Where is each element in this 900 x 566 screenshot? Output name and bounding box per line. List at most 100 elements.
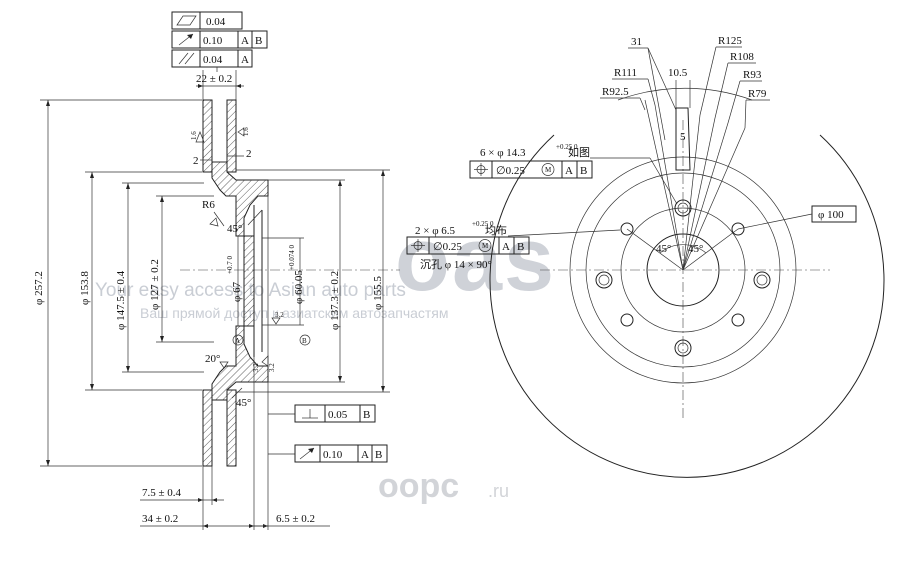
dim-60-05: φ 60.05 [293,270,305,304]
dim-67: φ 67 [231,281,243,302]
note-bolt-holes: 6 × φ 14.3 [480,147,526,159]
dim-angle-right: 45° [688,243,703,255]
tolerance-frame-flatness [171,11,243,30]
bolt-holes-datum-b: B [580,165,587,177]
position-icon [411,239,425,252]
dim-pcd-100: φ 100 [818,209,844,221]
dim-7-5: 7.5 ± 0.4 [142,487,182,499]
dim-chamfer-top: 45° [227,223,242,235]
perpendicularity-icon [302,409,318,419]
dim-radius-r6: R6 [202,199,215,211]
brand-logo: oopc .ru [378,467,509,505]
parallelism-datum: A [241,54,249,66]
parallelism-icon [178,52,195,65]
dim-slot-count: 31 [631,36,642,48]
runout-datum-a: A [241,35,249,47]
dim-angle-left: 45° [656,243,671,255]
tolerance-frame-runout-bottom [294,444,388,463]
note-bolt-holes-tol: +0.25 0 [556,143,578,151]
runout-value: 0.10 [203,35,223,47]
note-small-holes-tol: +0.25 0 [472,220,494,228]
dim-r125: R125 [718,35,742,47]
dim-60-05-tol: +0.074 0 [288,245,296,270]
bolt-holes [595,199,771,357]
position-icon [474,163,488,176]
bolt-holes-position-value: ∅0.25 [496,165,525,177]
datum-b-label: B [302,337,307,345]
dim-slot-width: 10.5 [668,67,688,79]
dim-slot-depth: 5 [680,131,686,143]
tolerance-frame-bolt-holes: ∅0.25 M A B [469,160,593,179]
small-holes-position-value: ∅0.25 [433,241,462,253]
bolt-holes-modifier: M [545,166,552,174]
dim-width-top: 22 ± 0.2 [196,73,232,85]
bolt-hole [595,271,613,289]
tolerance-frame-parallelism [171,49,253,68]
bolt-holes-datum-a: A [565,165,573,177]
dim-6-5: 6.5 ± 0.2 [276,513,315,525]
dim-67-tol: +0.7 0 [226,256,234,274]
mmc-icon [541,163,555,176]
dim-r93: R93 [743,69,762,81]
runout-icon [178,33,194,46]
small-holes-datum-b: B [517,241,524,253]
runout-bottom-value: 0.10 [323,449,343,461]
dim-137-3: φ 137.3 ± 0.2 [329,271,341,330]
perpendicularity-value: 0.05 [328,409,348,421]
dim-gap-right: 2 [246,148,252,160]
note-bolt-holes-suffix: 如图 [568,145,590,159]
brand-name: oopc [378,467,459,505]
watermark-russian: Ваш прямой доступ к азиатским автозапчас… [140,305,449,321]
roughness-2: 1.6 [242,127,250,136]
small-holes-datum-a: A [502,241,510,253]
roughness-5: 3.2 [268,363,276,372]
dim-angle-20: 20° [205,353,220,365]
roughness-4: 3.2 [252,363,260,372]
disc-outer-edge [489,134,885,478]
small-hole [620,313,634,327]
runout-bottom-datum-b: B [375,449,382,461]
roughness-3: 3.2 [275,311,284,319]
small-hole [620,222,634,236]
bottom-tolerance-frames: 0.05 B 0.10 A B [268,404,388,463]
dim-r92-5: R92.5 [602,86,629,98]
dim-gap-left: 2 [193,155,199,167]
note-countersink: 沉孔 φ 14 × 90° [420,258,492,271]
bolt-hole [674,199,692,217]
tolerance-frame-perpendicularity [294,404,376,423]
note-small-holes: 2 × φ 6.5 [415,225,456,237]
small-hole [731,222,745,236]
flatness-icon [176,15,197,26]
mmc-icon [478,239,492,252]
datum-b-marker [299,334,311,346]
dim-155-5: φ 155.5 [372,276,384,310]
small-hole [731,313,745,327]
runout-datum-b: B [255,35,262,47]
dim-chamfer-bottom: 45° [236,397,251,409]
section-view: 0.04 0.10 A B 0.04 A [33,11,400,530]
runout-icon [299,447,315,460]
dim-r79: R79 [748,88,767,100]
bolt-hole [753,271,771,289]
dim-r108: R108 [730,51,754,63]
datum-a-label: A [235,337,240,345]
face-view: R125 R108 R93 R79 R111 R92.5 10.5 31 5 6… [406,35,885,478]
flatness-value: 0.04 [206,16,226,28]
runout-bottom-datum-a: A [361,449,369,461]
tolerance-frame-runout [171,30,268,49]
dim-outer-diameter: φ 257.2 [33,271,45,305]
bolt-hole [674,339,692,357]
dim-r111: R111 [614,67,637,79]
small-holes-modifier: M [482,242,489,250]
vent-slot [675,107,691,171]
dim-34: 34 ± 0.2 [142,513,178,525]
brand-tld: .ru [488,481,509,501]
watermark-logo: oas [395,210,556,310]
dim-127: φ 127 ± 0.2 [149,259,161,310]
parallelism-value: 0.04 [203,54,223,66]
note-small-holes-suffix: 均布 [485,224,507,237]
datum-a-marker [232,334,244,346]
roughness-1: 1.6 [190,131,198,140]
